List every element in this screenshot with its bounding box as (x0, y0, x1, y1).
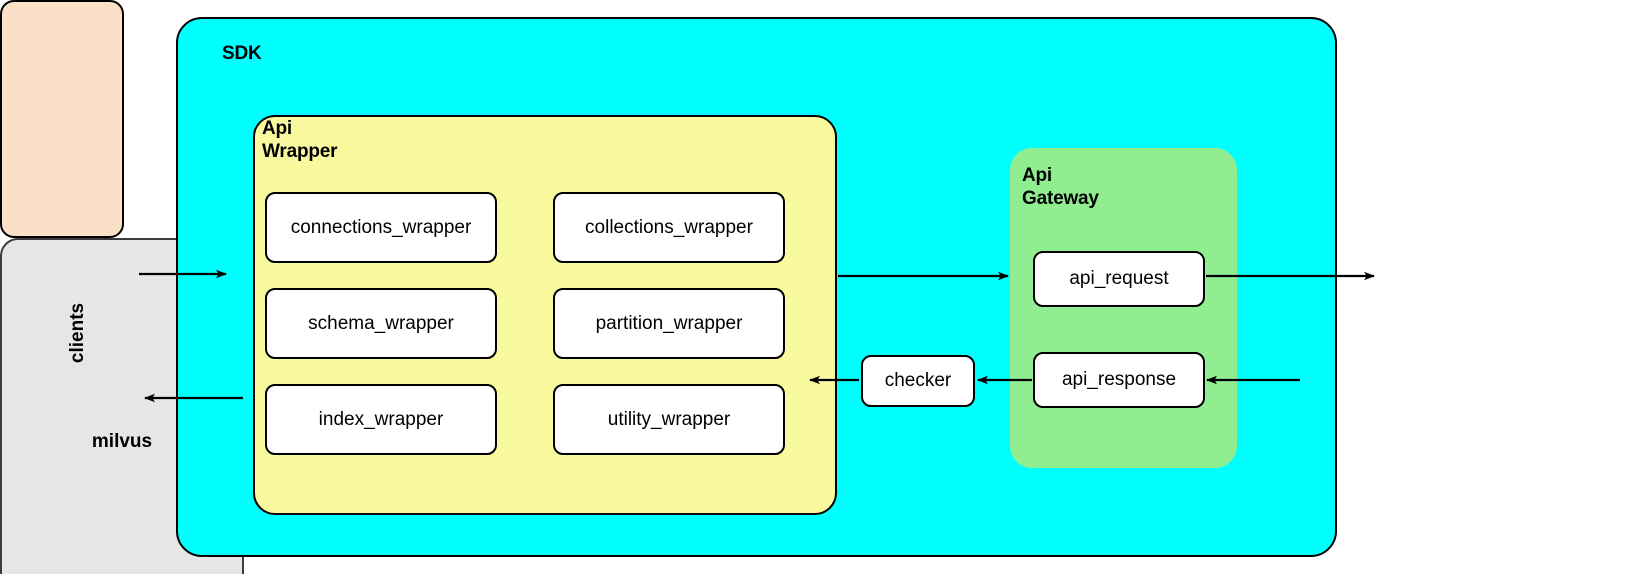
node-checker[interactable]: checker (861, 355, 975, 407)
node-schema-wrapper[interactable]: schema_wrapper (265, 288, 497, 359)
node-partition-wrapper[interactable]: partition_wrapper (553, 288, 785, 359)
container-api-gateway (1010, 148, 1237, 468)
node-collections-wrapper[interactable]: collections_wrapper (553, 192, 785, 263)
node-connections-wrapper[interactable]: connections_wrapper (265, 192, 497, 263)
node-index-wrapper[interactable]: index_wrapper (265, 384, 497, 455)
node-clients-label: clients (18, 216, 138, 450)
node-api-response[interactable]: api_response (1033, 352, 1205, 408)
node-utility-wrapper[interactable]: utility_wrapper (553, 384, 785, 455)
container-api-wrapper-label: Api Wrapper (262, 118, 338, 163)
container-api-gateway-label: Api Gateway (1022, 165, 1099, 210)
container-sdk-label: SDK (222, 43, 262, 64)
node-api-request[interactable]: api_request (1033, 251, 1205, 307)
node-clients[interactable] (0, 0, 124, 238)
node-clients-text: clients (66, 302, 88, 364)
